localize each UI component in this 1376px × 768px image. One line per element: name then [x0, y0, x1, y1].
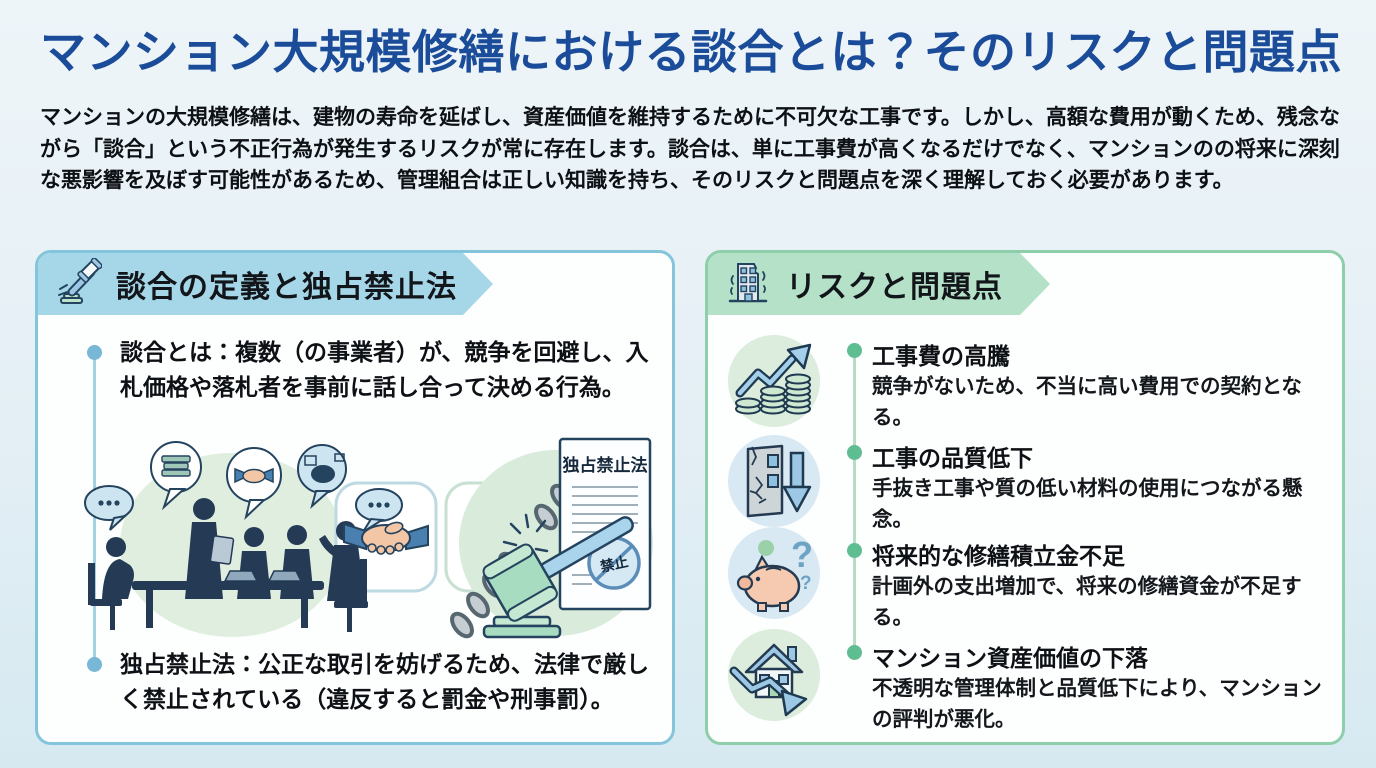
risks-card-header: リスクと問題点	[708, 253, 1050, 315]
definition-card: 談合の定義と独占禁止法 談合とは：複数（の事業者）が、競争を回避し、入札価格や落…	[35, 250, 675, 745]
gavel-illustration	[482, 516, 634, 639]
bullet-marker	[87, 657, 102, 672]
definition-card-title: 談合の定義と独占禁止法	[116, 271, 457, 304]
risk-desc: 手抜き工事や質の低い材料の使用につながる懸念。	[872, 477, 1303, 531]
collusion-illustration: 独占禁止法 禁止	[54, 425, 656, 639]
risk-desc: 競争がないため、不当に高い費用での契約となる。	[872, 375, 1302, 429]
risk-marker	[847, 445, 862, 460]
page-title: マンション大規模修繕における談合とは？そのリスクと問題点	[40, 26, 1342, 78]
document-title: 独占禁止法	[563, 455, 648, 475]
handshake-illustration	[343, 521, 429, 555]
bullet-marker	[87, 345, 102, 360]
building-icon	[724, 258, 772, 311]
question-mark-glyph: ?	[791, 534, 813, 575]
definition-bullet-dango: 談合とは：複数（の事業者）が、競争を回避し、入札価格や落札者を事前に話し合って決…	[120, 339, 649, 400]
risk-title: 将来的な修繕積立金不足	[872, 543, 1125, 569]
quality-decline-icon	[726, 433, 822, 529]
risks-card: リスクと問題点	[705, 250, 1345, 745]
house-value-drop-icon	[726, 627, 822, 723]
definition-card-header: 談合の定義と独占禁止法	[38, 253, 493, 315]
stamp-label: 禁止	[599, 553, 630, 574]
definition-bullet-antimonopoly: 独占禁止法：公正な取引を妨げるため、法律で厳しく禁止されている（違反すると罰金や…	[120, 651, 649, 712]
intro-text: マンションの大規模修繕は、建物の寿命を延ばし、資産価値を維持するために不可欠な工…	[40, 106, 1340, 192]
risk-desc: 不透明な管理体制と品質低下により、マンションの評判が悪化。	[872, 677, 1322, 731]
risk-title: 工事費の高騰	[872, 343, 1010, 369]
piggy-bank-icon: ? ?	[726, 525, 822, 621]
risks-connector-line	[853, 350, 856, 652]
risk-title: マンション資産価値の下落	[872, 645, 1148, 671]
risk-desc: 計画外の支出増加で、将来の修繕資金が不足する。	[872, 575, 1302, 629]
gavel-icon	[54, 258, 102, 311]
risk-marker	[847, 645, 862, 660]
risk-marker	[847, 543, 862, 558]
risks-card-title: リスクと問題点	[786, 271, 1003, 304]
break-spark-lines	[502, 513, 549, 553]
antimonopoly-document: 独占禁止法 禁止	[558, 437, 652, 611]
risk-title: 工事の品質低下	[872, 445, 1033, 471]
question-mark-glyph-small: ?	[800, 573, 812, 594]
cost-rise-icon	[726, 333, 822, 429]
risk-marker	[847, 343, 862, 358]
